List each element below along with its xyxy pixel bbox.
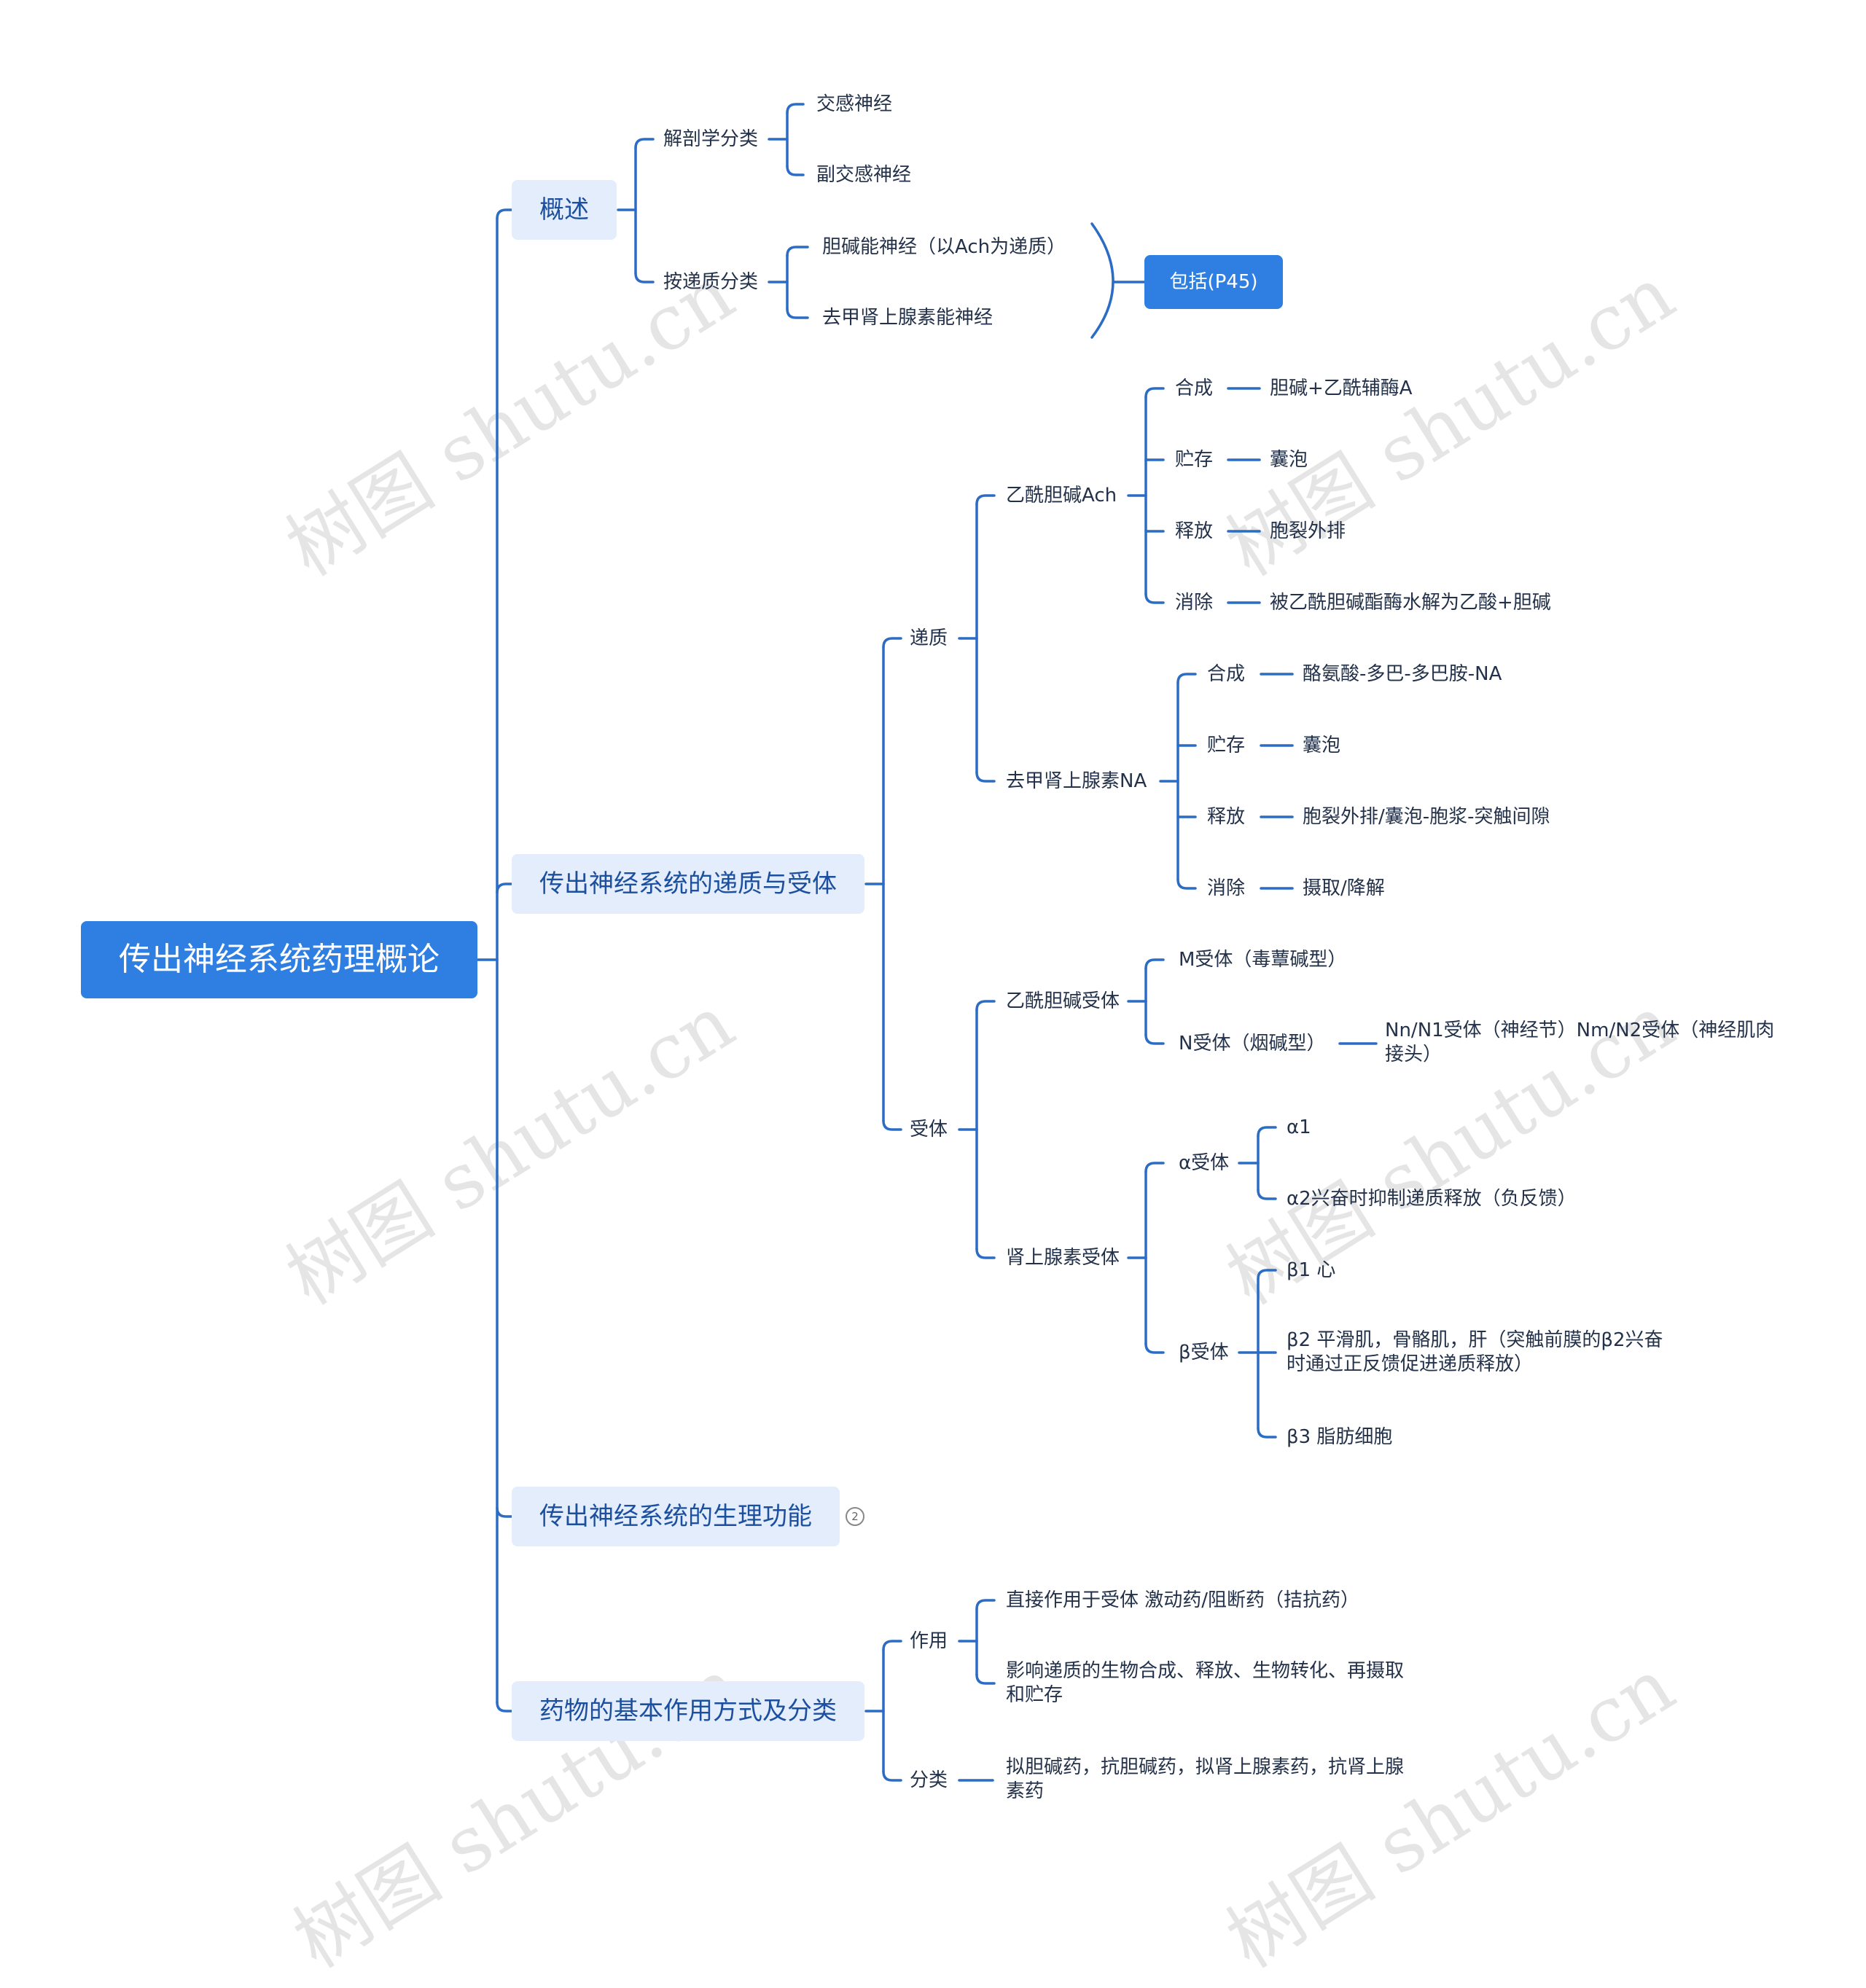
alpha-receptor[interactable]: α受体	[1179, 1152, 1230, 1174]
ach-synthesis-value[interactable]: 胆碱+乙酰辅酶A	[1270, 377, 1413, 399]
n-receptor-subtypes[interactable]: Nn/N1受体（神经节）Nm/N2受体（神经肌肉接头）	[1385, 1020, 1775, 1065]
connector	[1257, 1427, 1277, 1439]
connector	[975, 1673, 996, 1685]
topic-transmitters-receptors[interactable]: 传出神经系统的递质与受体	[512, 854, 864, 914]
connector	[496, 208, 513, 220]
topic-ach-receptor[interactable]: 乙酰胆碱受体	[1006, 990, 1120, 1012]
connector	[975, 1248, 996, 1259]
connector	[1257, 1269, 1277, 1280]
ach-removal[interactable]: 消除	[1175, 592, 1214, 614]
ach-removal-value[interactable]: 被乙酰胆碱酯酶水解为乙酸+胆碱	[1270, 592, 1551, 614]
connector	[1176, 878, 1197, 890]
beta2-receptor[interactable]: β2 平滑肌，骨骼肌，肝（突触前膜的β2兴奋时通过正反馈促进递质释放）	[1287, 1329, 1663, 1375]
topic-drugs[interactable]: 药物的基本作用方式及分类	[512, 1681, 864, 1741]
topic-parasympathetic[interactable]: 副交感神经	[816, 164, 912, 186]
connector	[1144, 958, 1165, 970]
topic-adrenergic-receptor[interactable]: 肾上腺素受体	[1006, 1247, 1120, 1269]
connector	[496, 883, 513, 894]
alpha2-receptor[interactable]: α2兴奋时抑制递质释放（负反馈）	[1287, 1188, 1577, 1210]
topic-receptor[interactable]: 受体	[910, 1119, 948, 1140]
ach-release[interactable]: 释放	[1175, 520, 1214, 542]
connector-lines	[476, 103, 1378, 1782]
connector	[975, 1599, 996, 1611]
topic-anatomy[interactable]: 解剖学分类	[663, 128, 759, 150]
connector	[882, 637, 902, 649]
connector	[496, 1701, 513, 1713]
connector	[1257, 1126, 1277, 1138]
ach-storage[interactable]: 贮存	[1175, 449, 1214, 471]
connector	[786, 165, 805, 176]
topic-noradrenergic[interactable]: 去甲肾上腺素能神经	[822, 307, 993, 329]
na-release[interactable]: 释放	[1207, 806, 1246, 828]
connector	[496, 1506, 513, 1518]
collapsed-count-badge[interactable]: 2	[846, 1507, 864, 1526]
topic-cholinergic[interactable]: 胆碱能神经（以Ach为递质）	[822, 236, 1066, 258]
action-direct[interactable]: 直接作用于受体 激动药/阻断药（拮抗药）	[1006, 1589, 1360, 1611]
summary-label[interactable]: 包括(P45)	[1144, 255, 1283, 309]
topic-sympathetic[interactable]: 交感神经	[816, 93, 893, 115]
na-synthesis[interactable]: 合成	[1207, 663, 1246, 685]
connector	[1257, 1189, 1277, 1200]
connector	[882, 1640, 902, 1651]
topic-action[interactable]: 作用	[910, 1630, 948, 1652]
ach-release-value[interactable]: 胞裂外排	[1270, 520, 1346, 542]
connector	[786, 103, 805, 114]
connector	[975, 494, 996, 506]
na-removal-value[interactable]: 摄取/降解	[1303, 877, 1385, 899]
connector	[634, 138, 655, 149]
classification-list[interactable]: 拟胆碱药，抗胆碱药，拟肾上腺素药，抗肾上腺素药	[1006, 1756, 1405, 1802]
topic-physiology[interactable]: 传出神经系统的生理功能	[512, 1487, 840, 1546]
topic-overview[interactable]: 概述	[512, 180, 617, 240]
connector	[882, 1119, 902, 1131]
topic-classification[interactable]: 分类	[910, 1769, 948, 1791]
connector	[786, 308, 809, 319]
na-removal[interactable]: 消除	[1207, 877, 1246, 899]
topic-by-transmitter[interactable]: 按递质分类	[663, 271, 759, 293]
connector	[786, 246, 809, 257]
n-receptor[interactable]: N受体（烟碱型）	[1179, 1033, 1326, 1054]
topic-transmitter[interactable]: 递质	[910, 627, 948, 649]
na-storage-value[interactable]: 囊泡	[1303, 735, 1341, 756]
na-synthesis-value[interactable]: 酪氨酸-多巴-多巴胺-NA	[1303, 663, 1502, 685]
connector	[1144, 387, 1165, 399]
na-storage[interactable]: 贮存	[1207, 735, 1246, 756]
root-topic[interactable]: 传出神经系统药理概论	[81, 921, 477, 998]
beta3-receptor[interactable]: β3 脂肪细胞	[1287, 1426, 1393, 1448]
connector	[882, 1770, 902, 1782]
summary-bracket	[1090, 222, 1114, 339]
connector	[1176, 673, 1197, 684]
connector	[1144, 592, 1165, 604]
ach-storage-value[interactable]: 囊泡	[1270, 449, 1308, 471]
ach-synthesis[interactable]: 合成	[1175, 377, 1214, 399]
connector	[1144, 1162, 1165, 1173]
connector	[975, 771, 996, 783]
na-release-value[interactable]: 胞裂外排/囊泡-胞浆-突触间隙	[1303, 806, 1550, 828]
action-indirect[interactable]: 影响递质的生物合成、释放、生物转化、再摄取和贮存	[1006, 1660, 1405, 1706]
connector	[634, 272, 655, 283]
alpha1-receptor[interactable]: α1	[1287, 1116, 1311, 1138]
connector	[975, 1000, 996, 1011]
connector	[1144, 1342, 1165, 1354]
beta-receptor[interactable]: β受体	[1179, 1342, 1229, 1363]
topic-ach[interactable]: 乙酰胆碱Ach	[1006, 485, 1117, 506]
connector	[1144, 1033, 1165, 1045]
m-receptor[interactable]: M受体（毒蕈碱型）	[1179, 949, 1347, 971]
beta1-receptor[interactable]: β1 心	[1287, 1259, 1336, 1281]
topic-na[interactable]: 去甲肾上腺素NA	[1006, 770, 1147, 792]
